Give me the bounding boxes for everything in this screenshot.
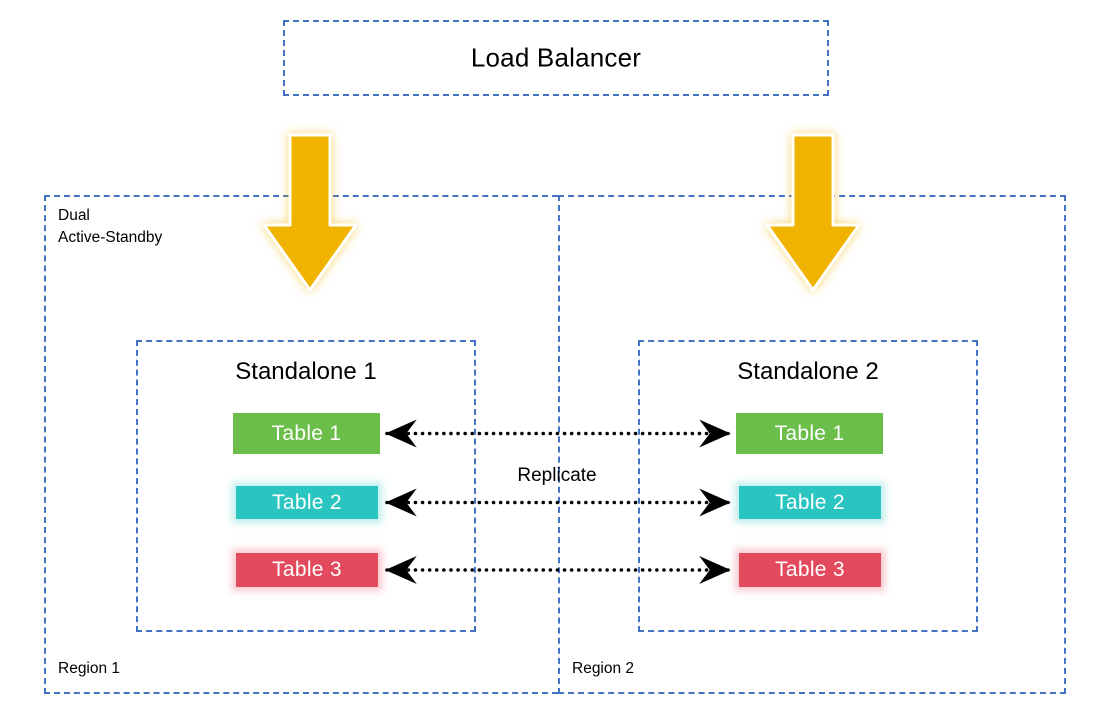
- standalone-2-title: Standalone 2: [737, 358, 879, 385]
- standalone-1-title: Standalone 1: [235, 358, 377, 385]
- standalone-1-box[interactable]: Standalone 1: [136, 340, 476, 632]
- traffic-arrow-region-2-icon: [765, 133, 861, 292]
- region-1-table-2[interactable]: Table 2: [236, 486, 378, 519]
- region-2-table-3[interactable]: Table 3: [739, 553, 881, 587]
- region-2-label: Region 2: [572, 659, 635, 677]
- region-2-table-3-label: Table 3: [775, 558, 845, 581]
- region-2-table-1-label: Table 1: [774, 421, 845, 445]
- region-2-table-2[interactable]: Table 2: [739, 486, 881, 519]
- traffic-arrow-region-1-icon: [262, 133, 358, 292]
- region-2-table-1[interactable]: Table 1: [736, 413, 883, 454]
- load-balancer-box[interactable]: Load Balancer: [283, 20, 829, 96]
- region-2-table-2-label: Table 2: [775, 490, 845, 514]
- load-balancer-label: Load Balancer: [470, 42, 642, 73]
- replicate-label: Replicate: [517, 465, 597, 486]
- standalone-2-box[interactable]: Standalone 2: [638, 340, 978, 632]
- region-1-table-1[interactable]: Table 1: [233, 413, 380, 454]
- region-1-label: Region 1: [58, 659, 121, 677]
- region-1-table-3-label: Table 3: [272, 558, 342, 581]
- region-1-table-2-label: Table 2: [272, 490, 342, 514]
- region-1-table-3[interactable]: Table 3: [236, 553, 378, 587]
- region-1-table-1-label: Table 1: [271, 421, 342, 445]
- dual-active-standby-label: Dual Active-Standby: [58, 207, 163, 247]
